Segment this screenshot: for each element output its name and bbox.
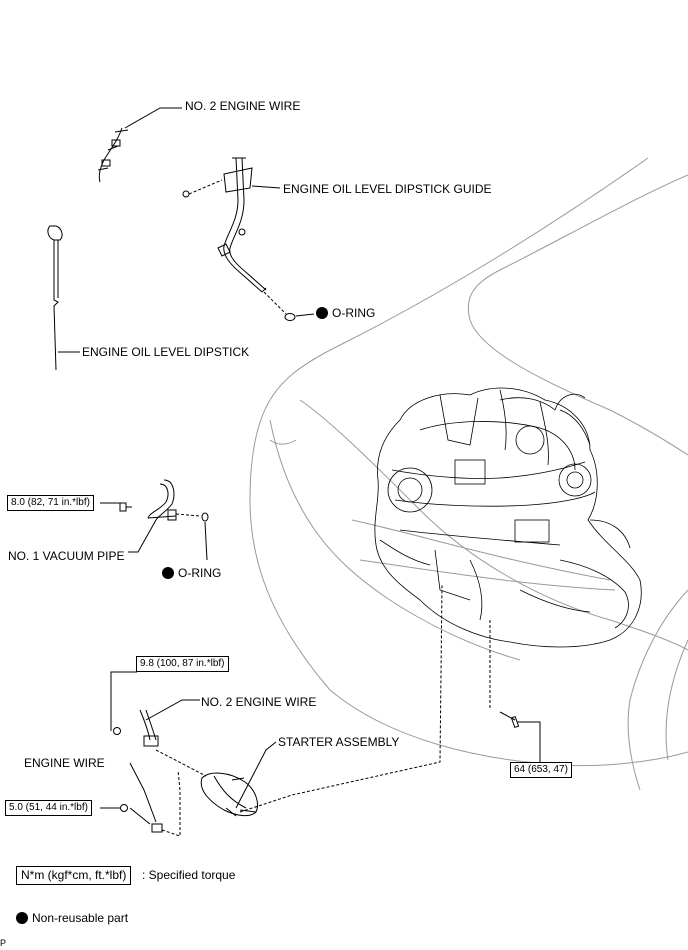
torque-wire-nut: 9.8 (100, 87 in.*lbf) [136,656,229,672]
torque-vacuum-pipe-bolt: 8.0 (82, 71 in.*lbf) [7,495,94,511]
no2-engine-wire-label: NO. 2 ENGINE WIRE [185,99,301,113]
o-ring-label-top: O-RING [316,306,375,320]
engine-assembly [374,387,642,648]
legend-torque-unit: N*m (kgf*cm, ft.*lbf) [16,866,132,885]
vacuum-pipe-label: NO. 1 VACUUM PIPE [8,549,125,563]
legend-torque-desc: : Specified torque [142,868,236,882]
vacuum-pipe-part [100,479,209,561]
engine-wire-part [100,762,181,837]
engine-wire-label: ENGINE WIRE [24,756,105,770]
no2-engine-wire-bottom-part [110,671,207,777]
o-ring-label-mid: O-RING [162,566,221,580]
dipstick-label: ENGINE OIL LEVEL DIPSTICK [82,345,250,359]
no2-engine-wire-bottom-label: NO. 2 ENGINE WIRE [201,695,317,709]
non-reusable-marker-icon [162,567,174,579]
starter-assembly-part [200,584,541,817]
starter-assembly-label: STARTER ASSEMBLY [278,735,400,749]
footer-code: P [0,938,7,948]
dipstick-guide-part [182,157,315,321]
non-reusable-marker-icon [316,307,328,319]
torque-engine-wire-nut: 5.0 (51, 44 in.*lbf) [5,800,92,816]
torque-starter-bolt: 64 (653, 47) [510,762,572,778]
dipstick-part [47,225,80,371]
dipstick-guide-label: ENGINE OIL LEVEL DIPSTICK GUIDE [283,182,492,196]
legend-non-reusable: Non-reusable part [16,911,128,925]
non-reusable-marker-icon [16,912,28,924]
no2-engine-wire-top-part [97,107,182,183]
